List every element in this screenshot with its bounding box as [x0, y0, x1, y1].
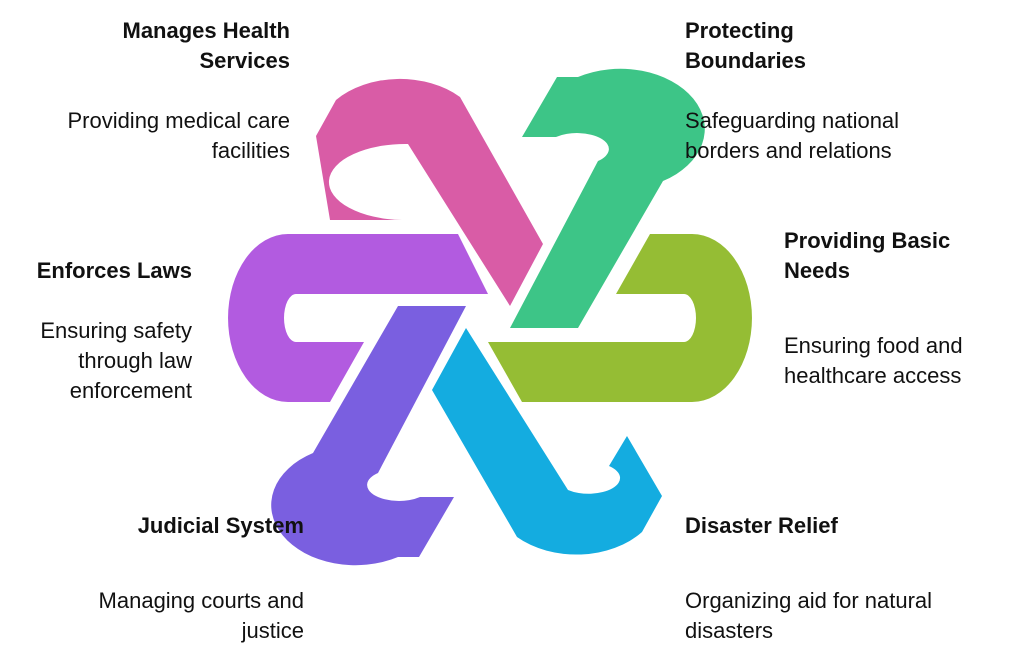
hook-shapes	[228, 68, 752, 566]
item-health-services: Manages Health Services Providing medica…	[60, 16, 290, 166]
item-enforces-laws: Enforces Laws Ensuring safety through la…	[0, 256, 192, 406]
item-disaster-relief: Disaster Relief Organizing aid for natur…	[685, 511, 945, 646]
item-title: Protecting Boundaries	[685, 18, 807, 73]
item-title: Manages Health Services	[122, 18, 291, 73]
item-title: Enforces Laws	[36, 258, 192, 283]
item-description: Managing courts and justice	[98, 588, 304, 643]
item-description: Ensuring food and healthcare access	[784, 333, 963, 388]
item-title: Judicial System	[137, 513, 304, 538]
item-description: Providing medical care facilities	[67, 108, 290, 163]
hook-pink	[316, 78, 543, 306]
item-judicial-system: Judicial System Managing courts and just…	[60, 511, 304, 646]
item-title: Providing Basic Needs	[784, 228, 951, 283]
hook-indigo	[271, 306, 466, 566]
item-description: Safeguarding national borders and relati…	[685, 108, 900, 163]
hook-cyan	[432, 328, 662, 555]
hook-olive	[488, 234, 752, 402]
hook-violet	[228, 234, 489, 402]
item-description: Organizing aid for natural disasters	[685, 588, 933, 643]
item-protecting-boundaries: Protecting Boundaries Safeguarding natio…	[685, 16, 915, 166]
item-basic-needs: Providing Basic Needs Ensuring food and …	[784, 226, 1014, 391]
hook-green	[510, 68, 705, 328]
item-title: Disaster Relief	[685, 513, 838, 538]
item-description: Ensuring safety through law enforcement	[40, 318, 192, 403]
